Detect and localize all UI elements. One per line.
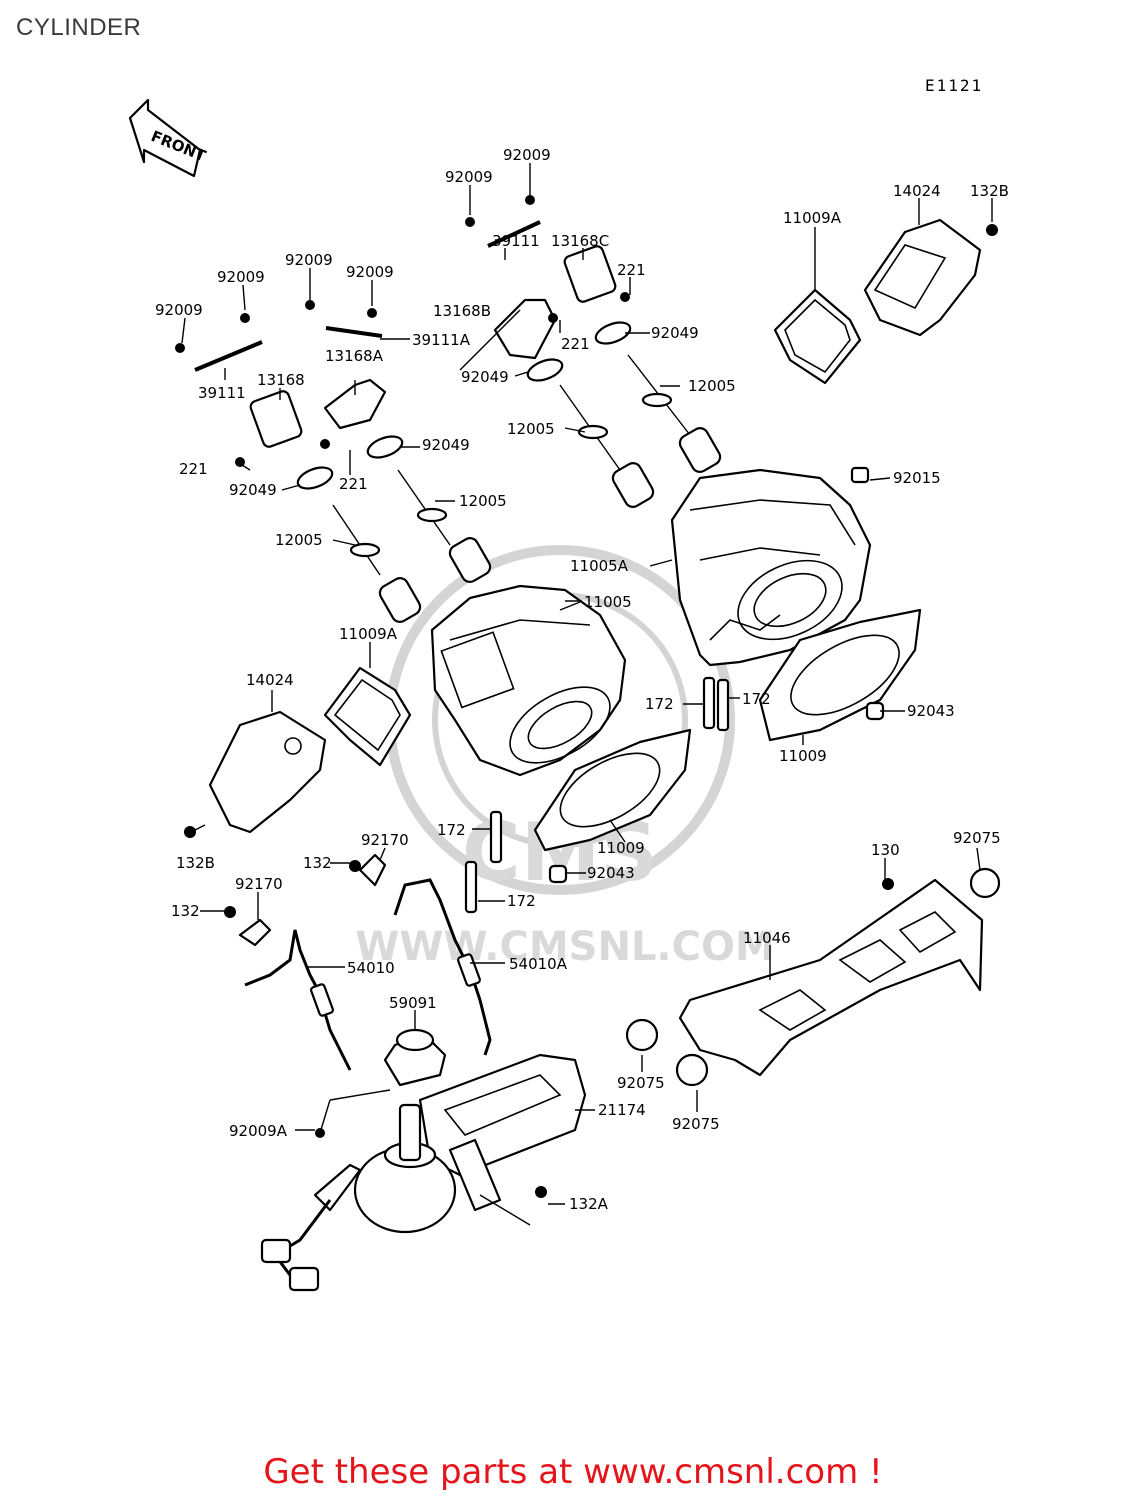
part-label: 92009 xyxy=(217,268,265,286)
part-label: 39111 xyxy=(198,384,246,402)
gaskets xyxy=(323,288,922,852)
leader-lines xyxy=(181,163,993,1226)
part-label: 92049 xyxy=(461,368,509,386)
part-label: 12005 xyxy=(459,492,507,510)
part-label: 92043 xyxy=(587,864,635,882)
part-label: 92043 xyxy=(907,702,955,720)
part-label: 14024 xyxy=(893,182,941,200)
front-arrow: FRONT xyxy=(128,98,209,178)
part-labels: 92009 92009 39111 13168C 221 14024 132B … xyxy=(155,146,1009,1213)
part-label: 92009 xyxy=(445,168,493,186)
part-label: 11046 xyxy=(743,929,791,947)
part-label: 92009 xyxy=(155,301,203,319)
levers-and-rods xyxy=(194,220,632,490)
part-label: 11009A xyxy=(783,209,842,227)
part-label: 12005 xyxy=(275,531,323,549)
part-label: 92170 xyxy=(235,875,283,893)
page-title: CYLINDER xyxy=(16,14,142,41)
part-label: 13168B xyxy=(433,302,491,320)
part-label: 92049 xyxy=(651,324,699,342)
part-label: 221 xyxy=(617,261,646,279)
part-label: 11009A xyxy=(339,625,398,643)
parts-diagram: CMS WWW.CMSNL.COM FRONT xyxy=(128,98,1009,1292)
part-label: 11005A xyxy=(570,557,629,575)
watermark-url-text: WWW.CMSNL.COM xyxy=(355,924,775,970)
part-label: 54010 xyxy=(347,959,395,977)
part-label: 54010A xyxy=(509,955,568,973)
part-label: 132A xyxy=(569,1195,609,1213)
part-label: 132 xyxy=(171,902,200,920)
part-label: 12005 xyxy=(507,420,555,438)
part-label: 221 xyxy=(179,460,208,478)
part-label: 92009 xyxy=(285,251,333,269)
part-label: 92015 xyxy=(893,469,941,487)
part-label: 92009A xyxy=(229,1122,288,1140)
sensors xyxy=(238,853,492,1071)
part-label: 92170 xyxy=(361,831,409,849)
part-label: 172 xyxy=(507,892,536,910)
part-label: 39111A xyxy=(412,331,471,349)
part-label: 132B xyxy=(176,854,215,872)
part-label: 12005 xyxy=(688,377,736,395)
covers xyxy=(208,218,982,834)
part-label: 92075 xyxy=(672,1115,720,1133)
part-label: 14024 xyxy=(246,671,294,689)
part-label: 11009 xyxy=(779,747,827,765)
part-label: 13168A xyxy=(325,347,384,365)
part-label: 221 xyxy=(339,475,368,493)
part-label: 92075 xyxy=(617,1074,665,1092)
part-label: 11005 xyxy=(584,593,632,611)
part-label: 92009 xyxy=(346,263,394,281)
part-label: 13168 xyxy=(257,371,305,389)
servo-motor xyxy=(260,1028,587,1292)
part-label: 172 xyxy=(742,690,771,708)
bracket xyxy=(625,867,1001,1087)
part-label: 92009 xyxy=(503,146,551,164)
footer-promo-link[interactable]: Get these parts at www.cmsnl.com ! xyxy=(263,1452,883,1492)
part-label: 132 xyxy=(303,854,332,872)
part-label: 21174 xyxy=(598,1101,646,1119)
part-label: 92049 xyxy=(229,481,277,499)
part-label: 11009 xyxy=(597,839,645,857)
shafts xyxy=(332,354,722,623)
bolts xyxy=(175,195,998,1198)
cylinder-right xyxy=(649,468,872,667)
part-label: 92049 xyxy=(422,436,470,454)
diagram-code: E1121 xyxy=(925,76,984,95)
part-label: 39111 xyxy=(492,232,540,250)
part-label: 221 xyxy=(561,335,590,353)
part-label: 92075 xyxy=(953,829,1001,847)
part-label: 130 xyxy=(871,841,900,859)
part-label: 172 xyxy=(437,821,466,839)
cylinder-left xyxy=(430,584,627,777)
part-label: 132B xyxy=(970,182,1009,200)
part-label: 172 xyxy=(645,695,674,713)
part-label: 59091 xyxy=(389,994,437,1012)
part-label: 13168C xyxy=(551,232,609,250)
